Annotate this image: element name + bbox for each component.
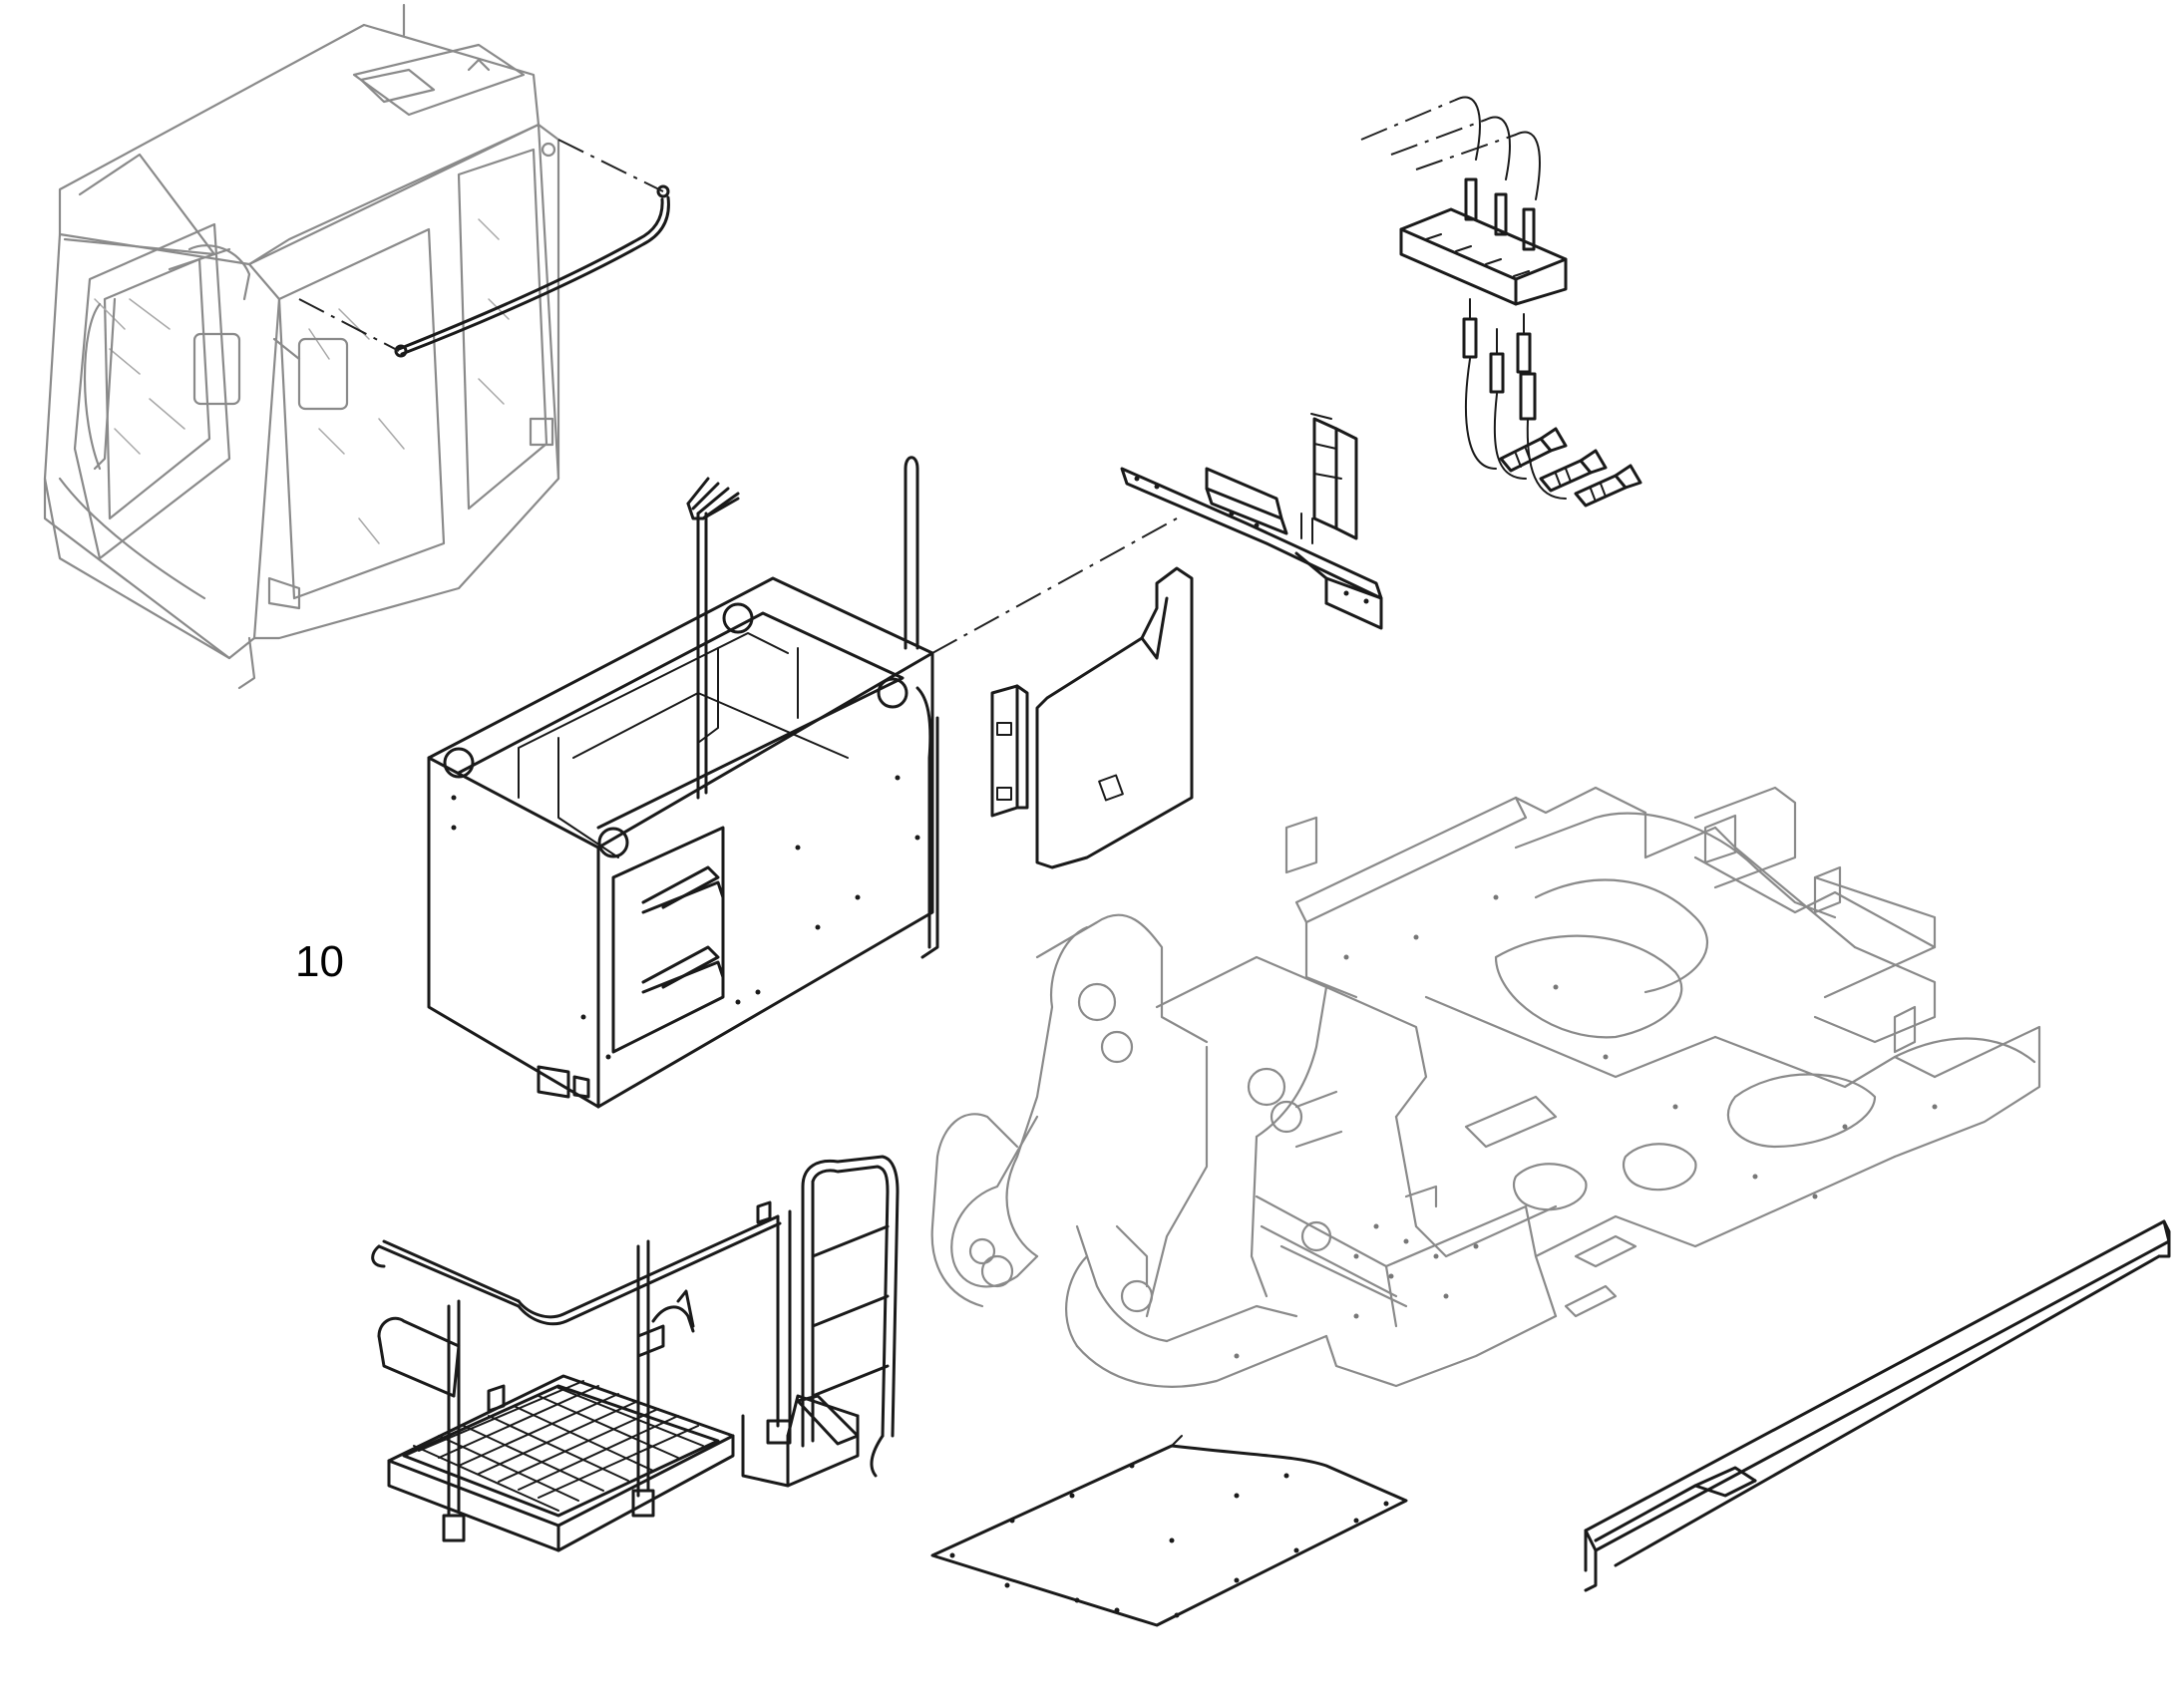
side-cover-panel [1035,566,1194,869]
hinge-strip [990,684,1029,818]
side-rail-profile [1584,1219,2171,1592]
callout-number: 10 [295,937,344,986]
valve-bolt-group [1360,96,1642,508]
console-box [427,456,939,1109]
platform-walkway [371,1155,900,1552]
operator-cab [43,3,560,690]
upper-frame [930,786,2041,1388]
mounting-bracket [1120,413,1383,630]
bottom-plate [930,1435,1408,1627]
cab-grab-rail [394,184,670,358]
